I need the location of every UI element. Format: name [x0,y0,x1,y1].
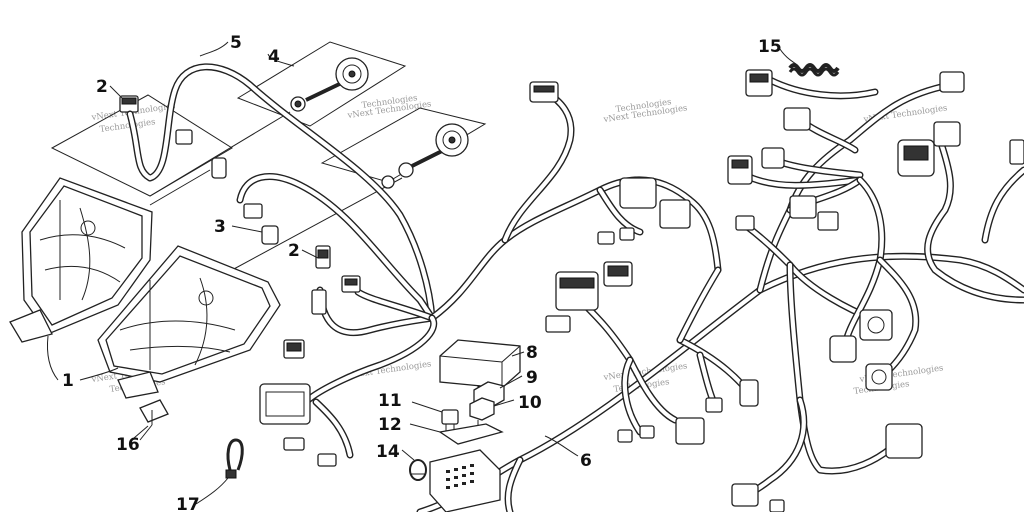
bulb-socket-lower [315,245,331,269]
adjuster-knob-part-4-lower [381,123,469,189]
callout-5: 5 [230,33,242,53]
fuse-part-10 [469,397,495,428]
wire-clip-part-14 [409,459,427,481]
callout-10: 10 [518,393,542,413]
coil-part-15 [788,63,840,77]
connectors [175,69,1024,512]
callout-4: 4 [268,47,280,67]
pad-part-16 [139,399,169,441]
headlight-left [9,177,153,343]
callout-14: 14 [376,442,400,462]
adjuster-knob-part-4-upper [290,57,369,112]
callout-11: 11 [378,391,402,411]
callout-3: 3 [214,217,226,237]
callout-1: 1 [62,371,74,391]
cable-tie-part-17 [225,438,244,479]
bulb-part-3 [211,157,279,245]
callout-8: 8 [526,343,538,363]
fuse-holder-part-12 [438,423,504,445]
callout-9: 9 [526,368,538,388]
headlight-right [97,245,281,399]
callout-15: 15 [758,37,782,57]
callout-16: 16 [116,435,140,455]
leader-lines [47,41,797,505]
bulb-socket-upper [119,95,139,113]
callout-12: 12 [378,415,402,435]
callout-17: 17 [176,495,200,512]
fuse-block [429,449,501,512]
headlight-harness-part-5 [126,63,436,337]
relay-part-8 [439,339,521,395]
callout-6: 6 [580,451,592,471]
callout-2-lower: 2 [288,241,300,261]
callout-labels: 1 2 2 3 4 5 6 8 9 10 11 12 14 15 16 17 [62,33,782,512]
callout-2-upper: 2 [96,77,108,97]
